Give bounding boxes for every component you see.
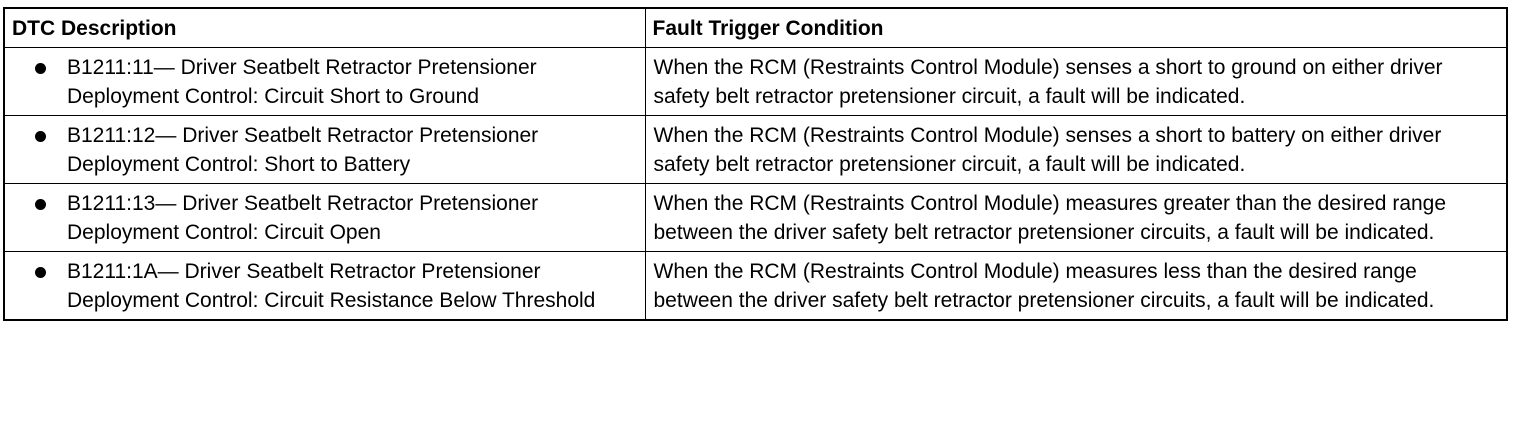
table-header-row: DTC Description Fault Trigger Condition bbox=[3, 7, 1508, 48]
fault-condition-cell: When the RCM (Restraints Control Module)… bbox=[644, 183, 1508, 252]
fault-condition-text: When the RCM (Restraints Control Module)… bbox=[653, 192, 1447, 244]
dtc-description-text: B1211:12— Driver Seatbelt Retractor Pret… bbox=[67, 124, 539, 176]
dtc-description-cell: B1211:11— Driver Seatbelt Retractor Pret… bbox=[3, 47, 646, 116]
table-row: B1211:11— Driver Seatbelt Retractor Pret… bbox=[3, 47, 1508, 116]
dtc-description-cell: B1211:13— Driver Seatbelt Retractor Pret… bbox=[3, 183, 646, 252]
dtc-table-container: DTC Description Fault Trigger Condition … bbox=[3, 7, 1508, 321]
bullet-icon bbox=[35, 63, 46, 74]
bullet-icon bbox=[35, 267, 46, 278]
fault-condition-text: When the RCM (Restraints Control Module)… bbox=[653, 124, 1442, 176]
header-dtc-description: DTC Description bbox=[3, 7, 646, 48]
table-row: B1211:1A— Driver Seatbelt Retractor Pret… bbox=[3, 251, 1508, 321]
dtc-description-cell: B1211:12— Driver Seatbelt Retractor Pret… bbox=[3, 115, 646, 184]
fault-condition-cell: When the RCM (Restraints Control Module)… bbox=[644, 115, 1508, 184]
header-fault-trigger-condition: Fault Trigger Condition bbox=[644, 7, 1508, 48]
fault-condition-cell: When the RCM (Restraints Control Module)… bbox=[644, 251, 1508, 321]
bullet-icon bbox=[35, 131, 46, 142]
dtc-table: DTC Description Fault Trigger Condition … bbox=[3, 7, 1508, 321]
dtc-description-text: B1211:11— Driver Seatbelt Retractor Pret… bbox=[67, 56, 537, 108]
bullet-icon bbox=[35, 199, 46, 210]
dtc-description-text: B1211:1A— Driver Seatbelt Retractor Pret… bbox=[67, 260, 596, 312]
fault-condition-text: When the RCM (Restraints Control Module)… bbox=[653, 260, 1435, 312]
dtc-description-text: B1211:13— Driver Seatbelt Retractor Pret… bbox=[67, 192, 539, 244]
dtc-description-cell: B1211:1A— Driver Seatbelt Retractor Pret… bbox=[3, 251, 646, 321]
table-row: B1211:13— Driver Seatbelt Retractor Pret… bbox=[3, 183, 1508, 252]
fault-condition-cell: When the RCM (Restraints Control Module)… bbox=[644, 47, 1508, 116]
fault-condition-text: When the RCM (Restraints Control Module)… bbox=[653, 56, 1443, 108]
table-row: B1211:12— Driver Seatbelt Retractor Pret… bbox=[3, 115, 1508, 184]
